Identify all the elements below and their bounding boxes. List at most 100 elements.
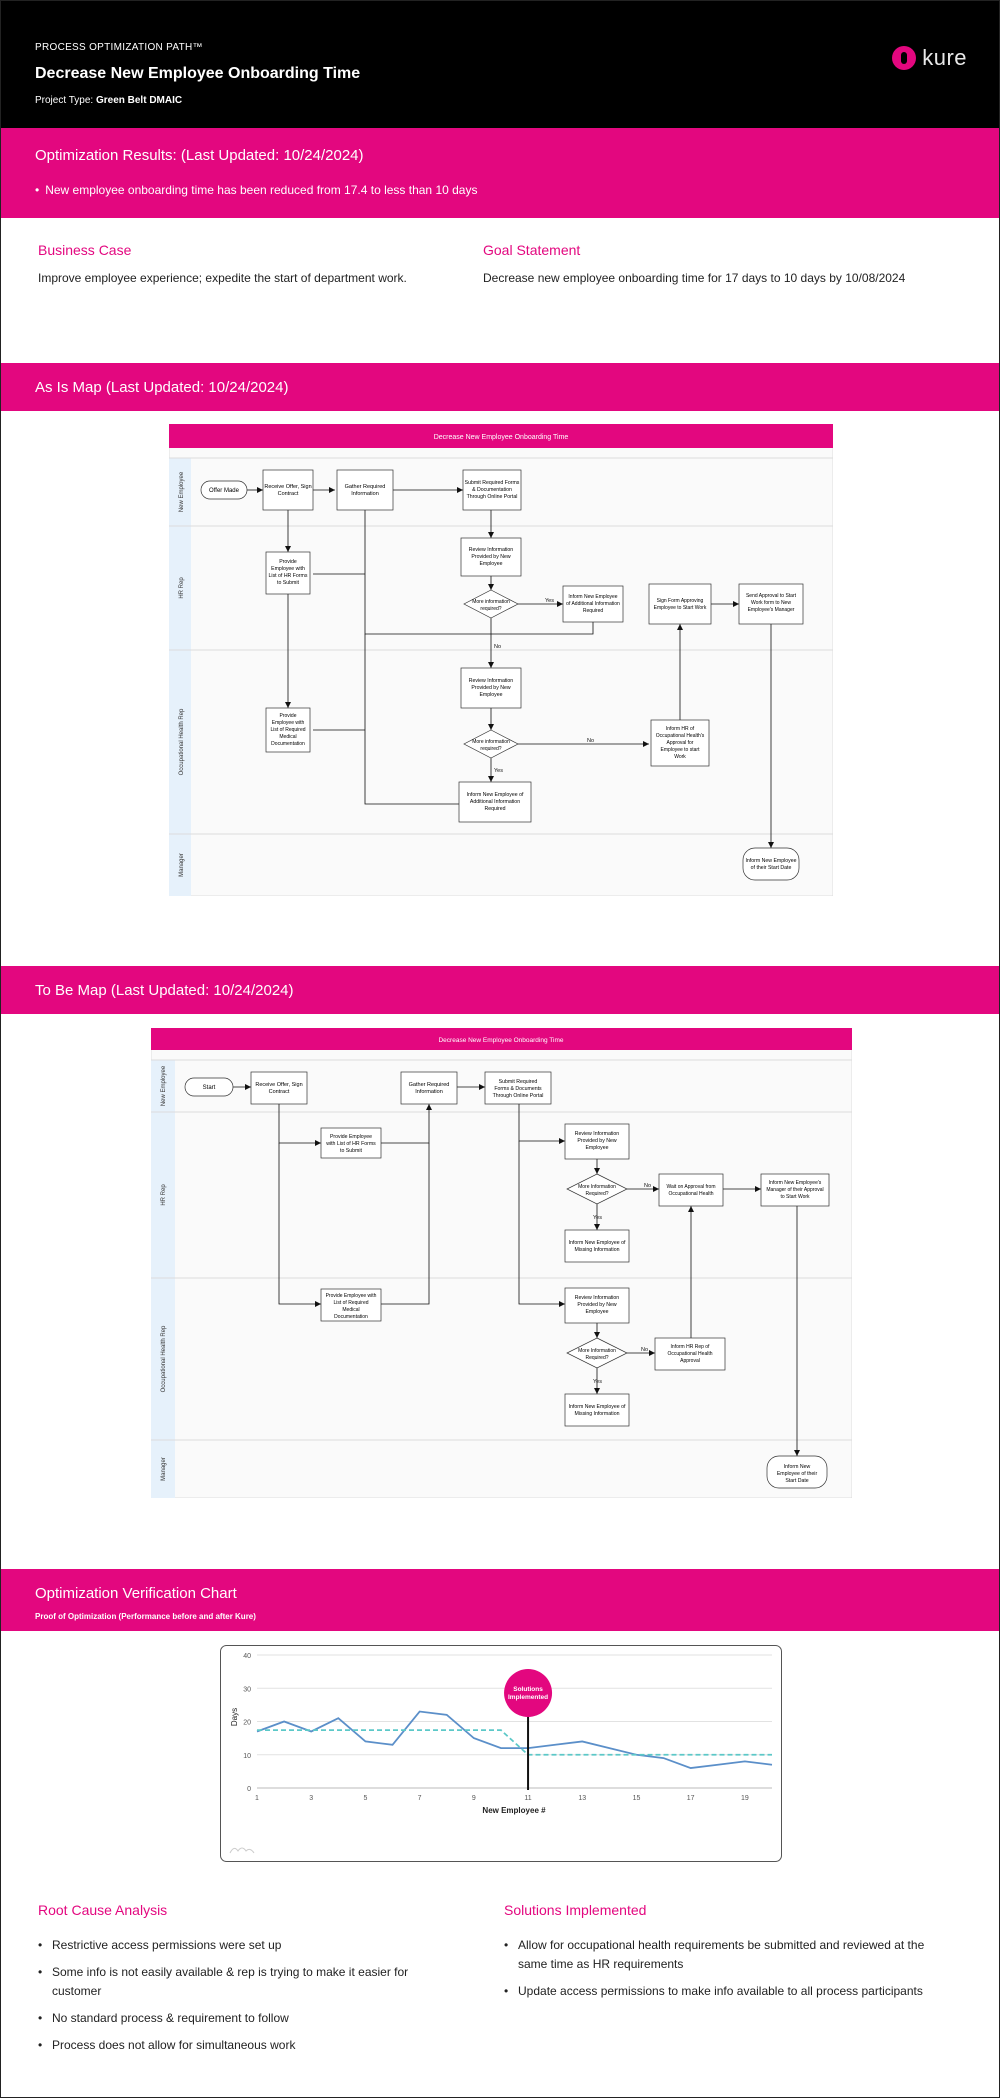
to-be-title: To Be Map (Last Updated: 10/24/2024)	[35, 982, 294, 999]
as-is-ohlist-l5: Documentation	[271, 741, 305, 747]
to-be-ohinformhr-l1: Inform HR Rep of	[671, 1344, 711, 1350]
page-header: PROCESS OPTIMIZATION PATH™ Decrease New …	[1, 1, 999, 128]
as-is-send-l2: Work form to New	[751, 600, 791, 606]
to-be-hrmore-l1: More Information	[578, 1184, 616, 1190]
to-be-mgrinform-l1: Inform New	[784, 1464, 811, 1470]
as-is-hrinform-l1: Inform New Employee	[568, 594, 617, 600]
to-be-map-title: Decrease New Employee Onboarding Time	[438, 1037, 563, 1044]
to-be-lane-manager: Manager	[161, 1457, 167, 1481]
as-is-hrforms-l2: Employee with	[271, 566, 305, 572]
chart-y-tick: 10	[243, 1753, 251, 1760]
chart-y-tick: 0	[247, 1786, 251, 1793]
chart-x-tick: 1	[255, 1795, 259, 1802]
as-is-mgrinform-l1: Inform New Employee	[745, 858, 796, 864]
business-case-text: Improve employee experience; expedite th…	[38, 271, 407, 285]
to-be-mgrinform-l2: Employee of their	[777, 1471, 818, 1477]
as-is-gather-l2: Information	[351, 491, 379, 497]
to-be-hrforms-l2: with List of HR Forms	[326, 1141, 376, 1147]
as-is-ohmore-l1: More information	[472, 739, 510, 745]
to-be-hrreview-l1: Review Information	[575, 1131, 620, 1137]
as-is-submit-l2: & Documentation	[472, 487, 512, 493]
results-item: New employee onboarding time has been re…	[35, 183, 477, 197]
as-is-ohlist-l4: Medical	[279, 734, 296, 740]
as-is-ohreview-l2: Provided by New	[471, 685, 510, 691]
as-is-ohinform-l1: Inform New Employee of	[467, 792, 524, 798]
to-be-submit-l1: Submit Required	[499, 1079, 538, 1085]
solutions-item: Update access permissions to make info a…	[504, 1982, 934, 2001]
as-is-hrforms-l1: Provide	[279, 559, 297, 565]
as-is-ohinformhr-l4: Employee to start	[661, 747, 701, 753]
as-is-hrreview-l3: Employee	[479, 561, 502, 567]
kure-logo: kure	[892, 45, 967, 71]
as-is-send-l3: Employee's Manager	[748, 607, 795, 613]
as-is-mgrinform-l2: of their Start Date	[751, 865, 792, 871]
to-be-ohreview-l3: Employee	[585, 1309, 608, 1315]
to-be-receive-l2: Contract	[269, 1089, 290, 1095]
as-is-submit-l1: Submit Required Forms	[465, 480, 520, 486]
to-be-no-label-1: No	[644, 1183, 651, 1189]
results-band: Optimization Results: (Last Updated: 10/…	[1, 128, 999, 218]
as-is-hrinform-l2: of Additional Information	[566, 601, 620, 607]
to-be-map: Decrease New Employee Onboarding Time Ne…	[151, 1028, 852, 1498]
as-is-map-title: Decrease New Employee Onboarding Time	[434, 434, 569, 441]
as-is-no-label-2: No	[587, 738, 594, 744]
to-be-ohinform-l1: Inform New Employee of	[569, 1404, 626, 1410]
page-title: Decrease New Employee Onboarding Time	[35, 65, 361, 82]
as-is-title: As Is Map (Last Updated: 10/24/2024)	[35, 379, 289, 396]
to-be-ohinform-l2: Missing Information	[575, 1411, 620, 1417]
as-is-ohinformhr-l3: Approval for	[667, 740, 694, 746]
project-type-label: Project Type:	[35, 95, 94, 106]
as-is-ohlist-l3: List of Required	[270, 727, 305, 733]
solutions-item: Allow for occupational health requiremen…	[504, 1936, 934, 1974]
as-is-ohreview-l1: Review Information	[469, 678, 514, 684]
chart-x-tick: 5	[363, 1795, 367, 1802]
verification-band: Optimization Verification Chart Proof of…	[1, 1569, 999, 1631]
as-is-ohinformhr-l5: Work	[674, 754, 686, 760]
chart-x-tick: 19	[741, 1795, 749, 1802]
chart-annotation-badge	[504, 1669, 553, 1717]
root-cause-item: Process does not allow for simultaneous …	[38, 2036, 448, 2055]
to-be-ohmore-l1: More Information	[578, 1348, 616, 1354]
root-cause-item: Some info is not easily available & rep …	[38, 1963, 448, 2001]
as-is-ohmore-l2: required?	[480, 746, 501, 752]
as-is-lane-manager: Manager	[179, 853, 185, 877]
as-is-ohlist-l2: Employee with	[272, 720, 305, 726]
chart-watermark-icon	[229, 1847, 255, 1854]
to-be-yes-label-1: Yes	[593, 1215, 602, 1221]
chart-grid	[257, 1654, 772, 1789]
to-be-ohlist-l3: Medical	[342, 1307, 359, 1313]
results-title: Optimization Results: (Last Updated: 10/…	[35, 147, 364, 164]
as-is-receive-l1: Receive Offer, Sign	[264, 484, 311, 490]
to-be-submit-l2: Forms & Documents	[494, 1086, 542, 1092]
as-is-band: As Is Map (Last Updated: 10/24/2024)	[1, 363, 999, 411]
chart-series	[256, 1710, 773, 1769]
